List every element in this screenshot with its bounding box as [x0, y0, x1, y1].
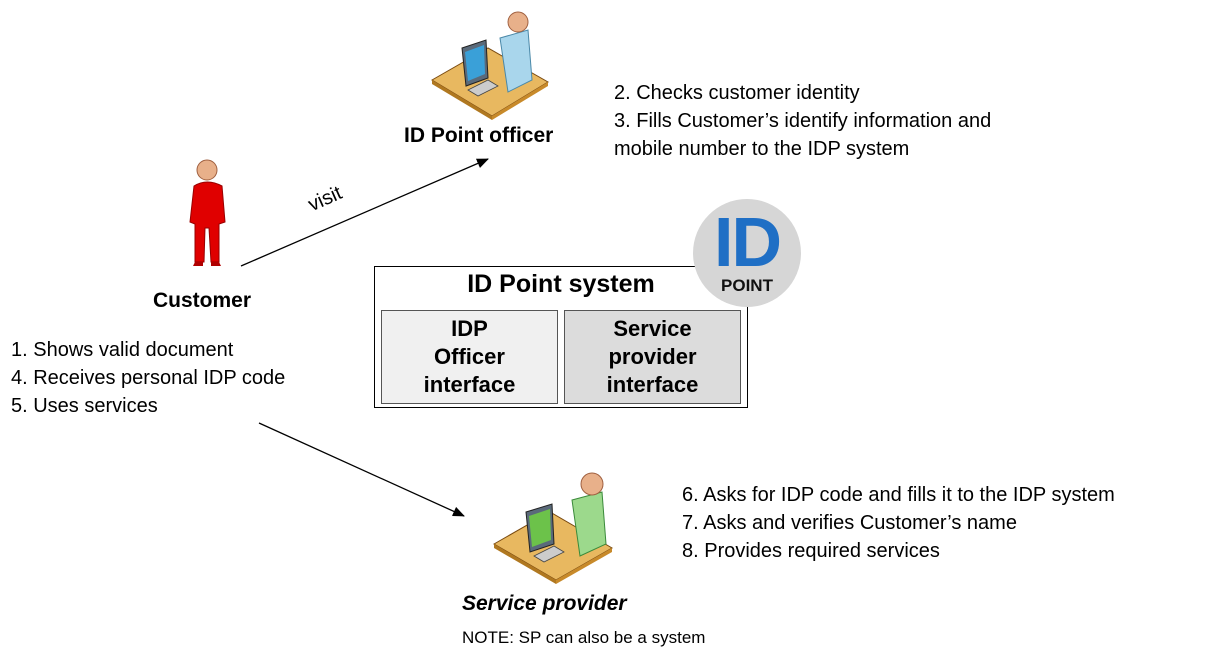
- visit-arrow: [240, 158, 489, 267]
- interface-line: provider: [608, 344, 697, 369]
- interface-line: IDP: [451, 316, 488, 341]
- id-point-logo: [693, 199, 801, 307]
- customer-figure-icon: [189, 159, 226, 266]
- interface-line: Officer: [434, 344, 505, 369]
- logo-id-text: ID: [714, 203, 782, 281]
- interface-line: Service: [613, 316, 692, 341]
- system-title: ID Point system: [467, 270, 655, 298]
- note-text: NOTE: SP can also be a system: [462, 628, 706, 647]
- provider-step: 6. Asks for IDP code and fills it to the…: [682, 484, 1115, 506]
- customer-label: Customer: [153, 289, 252, 312]
- service-provider-interface: Service provider interface: [564, 310, 741, 404]
- officer-step: mobile number to the IDP system: [614, 138, 910, 160]
- officer-label: ID Point officer: [404, 124, 554, 147]
- interface-line: interface: [606, 372, 699, 397]
- interface-line: interface: [423, 372, 516, 397]
- officer-step: 2. Checks customer identity: [614, 82, 860, 104]
- service-provider-label: Service provider: [462, 592, 627, 615]
- service-arrow: [258, 422, 465, 517]
- provider-desk-icon: [492, 472, 614, 584]
- provider-step: 8. Provides required services: [682, 540, 940, 562]
- provider-step: 7. Asks and verifies Customer’s name: [682, 512, 1017, 534]
- officer-desk-icon: [431, 11, 549, 120]
- customer-step: 1. Shows valid document: [11, 339, 234, 361]
- customer-step: 4. Receives personal IDP code: [11, 367, 286, 389]
- customer-step: 5. Uses services: [11, 395, 158, 417]
- officer-step: 3. Fills Customer’s identify information…: [614, 110, 992, 132]
- idp-officer-interface: IDP Officer interface: [381, 310, 558, 404]
- logo-point-text: POINT: [721, 276, 773, 295]
